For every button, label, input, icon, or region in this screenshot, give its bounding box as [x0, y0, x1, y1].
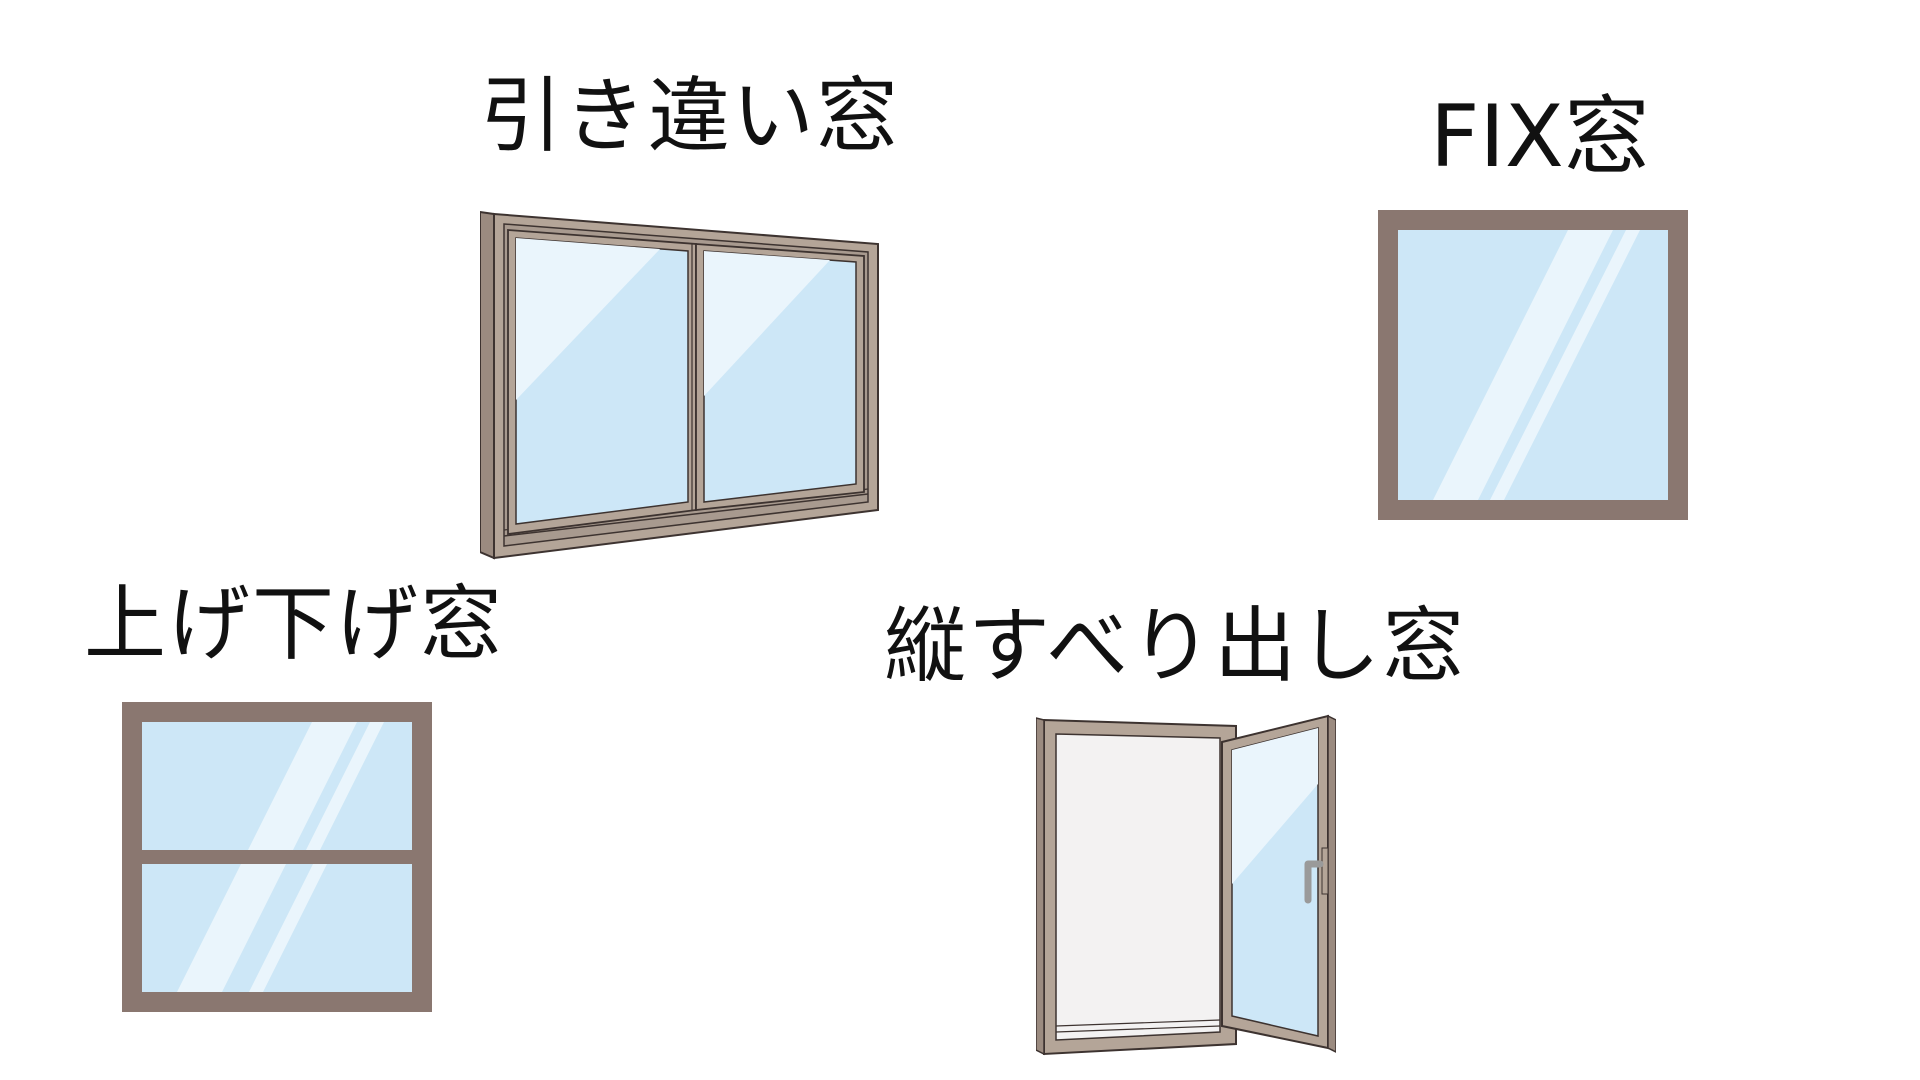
fixed-window-icon	[1378, 210, 1688, 520]
double-hung-window-label: 上げ下げ窓	[84, 577, 505, 672]
double-hung-window-icon	[122, 702, 432, 1012]
casement-window-icon	[1036, 714, 1336, 1056]
casement-window-label: 縦すべり出し窓	[884, 599, 1467, 694]
sliding-window-label: 引き違い窓	[480, 69, 901, 164]
sliding-window-icon	[480, 210, 879, 560]
fix-window-label: FIX窓	[1430, 87, 1650, 187]
